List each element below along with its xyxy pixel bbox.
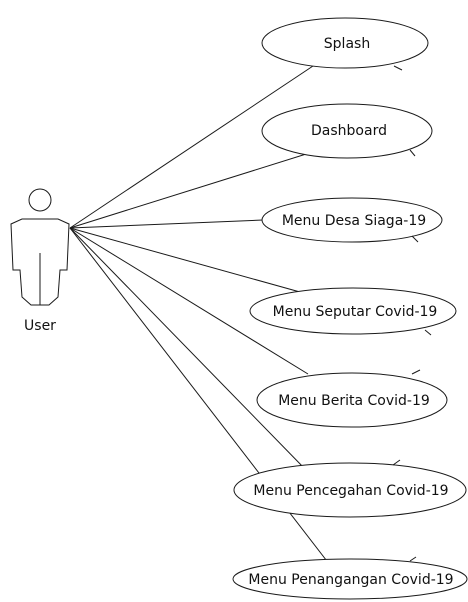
use-case-label: Menu Pencegahan Covid-19 bbox=[253, 483, 448, 499]
use-case-menu-seputar-covid: Menu Seputar Covid-19 bbox=[249, 287, 457, 336]
use-case-ellipse bbox=[256, 372, 448, 428]
use-case-dashboard: Dashboard bbox=[261, 103, 433, 159]
association-line-splash bbox=[69, 61, 320, 229]
use-case-label: Menu Desa Siaga-19 bbox=[282, 213, 426, 229]
use-case-ellipse bbox=[232, 558, 468, 600]
association-line-menu-berita-covid bbox=[69, 227, 309, 375]
association-line-menu-desa-siaga bbox=[69, 219, 264, 229]
use-case-splash: Splash bbox=[261, 17, 429, 71]
association-line-menu-penangangan-covid bbox=[69, 227, 341, 579]
association-line-dashboard bbox=[69, 149, 320, 229]
use-case-menu-penangangan-covid: Menu Penangangan Covid-19 bbox=[232, 556, 468, 600]
actor-head bbox=[28, 188, 52, 212]
use-case-ellipse bbox=[261, 17, 429, 69]
use-case-tick bbox=[393, 65, 403, 71]
use-case-tick bbox=[424, 329, 432, 336]
use-case-label: Splash bbox=[324, 36, 370, 52]
use-case-label: Menu Penangangan Covid-19 bbox=[248, 572, 453, 588]
use-case-tick bbox=[411, 369, 421, 375]
actor-body bbox=[10, 218, 70, 306]
use-case-tick bbox=[392, 459, 401, 466]
association-line-menu-seputar-covid bbox=[69, 227, 301, 293]
use-case-label: Menu Seputar Covid-19 bbox=[273, 304, 438, 320]
use-case-ellipse bbox=[261, 103, 433, 159]
use-case-menu-pencegahan-covid: Menu Pencegahan Covid-19 bbox=[233, 459, 467, 518]
use-case-ellipse bbox=[249, 287, 457, 335]
use-case-menu-berita-covid: Menu Berita Covid-19 bbox=[256, 369, 448, 428]
actor-user: User bbox=[10, 188, 70, 334]
use-case-ellipse bbox=[261, 197, 443, 243]
use-case-label: Menu Berita Covid-19 bbox=[278, 393, 430, 409]
use-case-ellipse bbox=[233, 462, 467, 518]
actor-label: User bbox=[24, 318, 56, 334]
association-lines bbox=[69, 61, 341, 579]
use-case-tick bbox=[411, 235, 419, 243]
use-case-menu-desa-siaga: Menu Desa Siaga-19 bbox=[261, 197, 443, 243]
use-case-tick bbox=[409, 556, 417, 562]
use-case-tick bbox=[409, 149, 416, 157]
association-line-menu-pencegahan-covid bbox=[69, 227, 307, 471]
use-case-label: Dashboard bbox=[311, 123, 387, 139]
